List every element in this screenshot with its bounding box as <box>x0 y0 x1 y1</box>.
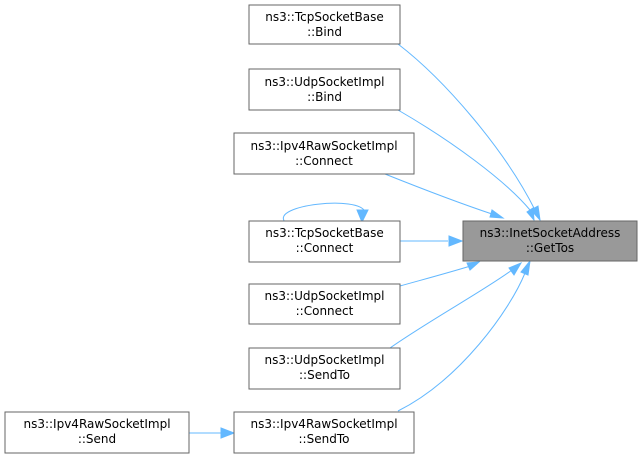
arrowhead-udp-bind <box>526 207 535 222</box>
node-label-line1: ns3::Ipv4RawSocketImpl <box>250 417 397 431</box>
edge-ipv4raw-connect-to-gettos <box>384 173 493 215</box>
node-label-line2: ::Connect <box>296 304 354 318</box>
node-label-line1: ns3::TcpSocketBase <box>265 226 383 240</box>
node-tcpsocketbase-connect[interactable]: ns3::TcpSocketBase ::Connect <box>248 220 401 263</box>
arrowhead-ipv4raw-sendto <box>520 259 531 276</box>
edge-udp-bind-to-gettos <box>397 109 531 211</box>
node-label-line2: ::Send <box>78 432 116 446</box>
node-label-line1: ns3::UdpSocketImpl <box>265 75 385 89</box>
edge-tcp-connect-self-loop <box>282 202 366 223</box>
edge-udp-connect-to-gettos <box>399 263 478 287</box>
arrowhead-udp-connect <box>466 261 481 271</box>
node-udpsocketimpl-bind[interactable]: ns3::UdpSocketImpl ::Bind <box>248 68 401 111</box>
node-label-line1: ns3::UdpSocketImpl <box>265 353 385 367</box>
arrowhead-udp-sendto <box>508 261 523 276</box>
edge-udp-sendto-to-gettos <box>389 269 513 349</box>
node-label-line1: ns3::InetSocketAddress <box>480 226 621 240</box>
node-label-line2: ::Connect <box>295 154 353 168</box>
node-label-line1: ns3::UdpSocketImpl <box>265 289 385 303</box>
arrowhead-tcp-connect <box>448 235 464 247</box>
node-label-line1: ns3::Ipv4RawSocketImpl <box>23 417 170 431</box>
node-tcpsocketbase-bind[interactable]: ns3::TcpSocketBase ::Bind <box>248 4 401 45</box>
node-inetsocketaddress-gettos[interactable]: ns3::InetSocketAddress ::GetTos <box>462 220 638 262</box>
node-label-line2: ::Bind <box>307 90 342 104</box>
node-label-line1: ns3::TcpSocketBase <box>265 10 383 24</box>
arrowhead-self-loop <box>356 209 369 224</box>
node-label-line2: ::SendTo <box>299 368 350 382</box>
arrowhead-ipv4raw-send <box>220 427 236 439</box>
node-ipv4rawsocketimpl-connect[interactable]: ns3::Ipv4RawSocketImpl ::Connect <box>233 132 415 175</box>
edge-ipv4raw-sendto-to-gettos <box>397 272 526 412</box>
arrowhead-ipv4raw-connect <box>489 209 505 219</box>
node-label-line2: ::Bind <box>307 25 342 39</box>
node-label-line2: ::SendTo <box>299 432 350 446</box>
node-label-line1: ns3::Ipv4RawSocketImpl <box>250 139 397 153</box>
node-udpsocketimpl-sendto[interactable]: ns3::UdpSocketImpl ::SendTo <box>248 347 401 390</box>
node-ipv4rawsocketimpl-send[interactable]: ns3::Ipv4RawSocketImpl ::Send <box>4 411 190 454</box>
node-udpsocketimpl-connect[interactable]: ns3::UdpSocketImpl ::Connect <box>248 283 401 325</box>
node-label-line2: ::Connect <box>296 241 354 255</box>
edge-tcp-bind-to-gettos <box>397 43 536 211</box>
edges <box>189 43 541 439</box>
node-ipv4rawsocketimpl-sendto[interactable]: ns3::Ipv4RawSocketImpl ::SendTo <box>233 411 415 454</box>
node-label-line2: ::GetTos <box>526 241 574 255</box>
